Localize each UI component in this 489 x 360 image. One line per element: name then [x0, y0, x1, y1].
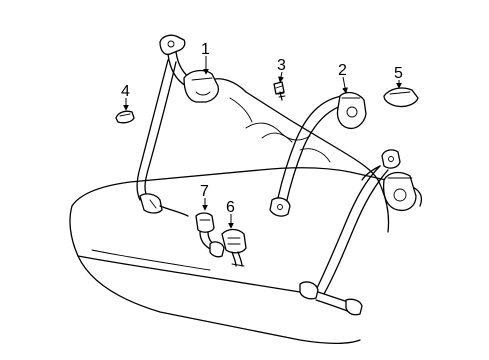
leader-3 [278, 71, 284, 83]
callout-6: 6 [226, 199, 235, 216]
part-5-cover [383, 87, 419, 108]
leader-2 [342, 76, 348, 94]
callout-7: 7 [200, 183, 209, 200]
part-3-bolt [273, 81, 286, 101]
part-2-right-shoulder-belt [269, 91, 367, 217]
callout-leaders [123, 56, 402, 229]
callout-2: 2 [338, 62, 347, 79]
right-side-belt-assembly [299, 149, 417, 316]
callout-1: 1 [201, 41, 210, 58]
part-6-buckle [221, 228, 247, 267]
callout-numbers: 1 2 3 4 5 6 7 [121, 41, 403, 216]
callout-5: 5 [394, 65, 403, 82]
callout-4: 4 [121, 83, 130, 100]
part-4-cover [115, 110, 135, 124]
callout-3: 3 [277, 57, 286, 74]
seat-cushion [69, 167, 423, 345]
part-1-left-shoulder-belt [136, 34, 220, 217]
part-7-buckle-strap [195, 212, 225, 258]
